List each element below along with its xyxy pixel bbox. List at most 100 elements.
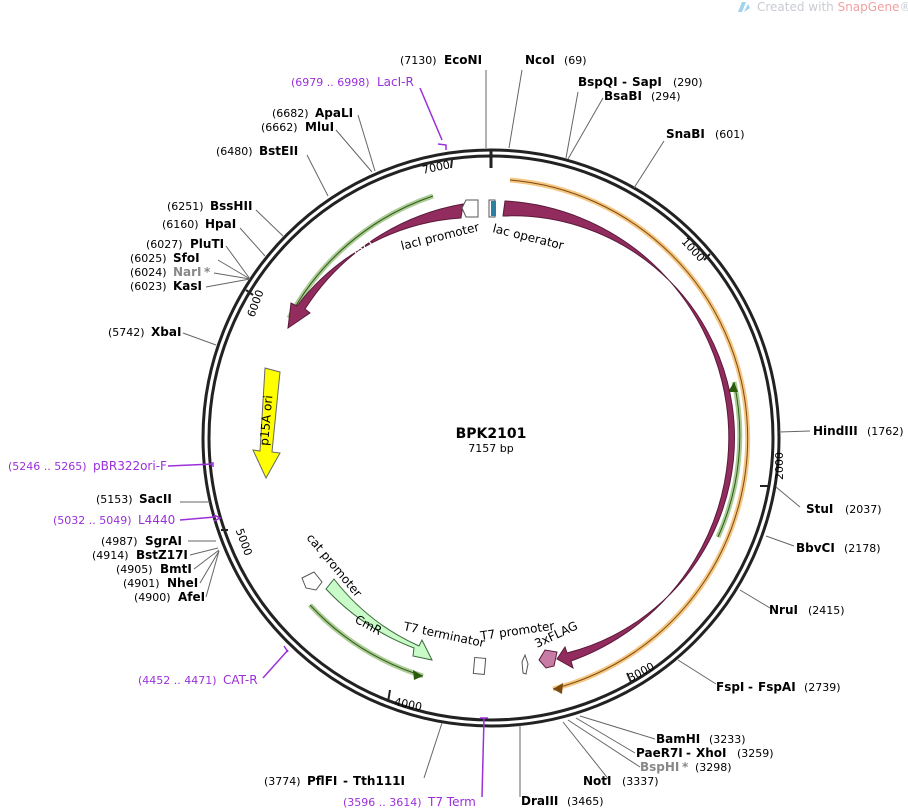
site-leader-lines [180, 69, 811, 797]
svg-text:HindIII: HindIII [813, 424, 858, 438]
svg-text:(3337): (3337) [622, 775, 659, 788]
svg-text:Created with SnapGene®: Created with SnapGene® [757, 0, 908, 14]
site-snabi: SnaBI (601) [666, 127, 745, 141]
site-nhei: (4901) NheI [123, 576, 198, 590]
svg-text:EcoNI: EcoNI [444, 53, 482, 67]
svg-text:(7130): (7130) [400, 54, 437, 67]
svg-text:XbaI: XbaI [151, 325, 181, 339]
svg-text:(2415): (2415) [808, 604, 845, 617]
svg-text:BssHII: BssHII [210, 199, 252, 213]
svg-text:BstZ17I: BstZ17I [136, 548, 188, 562]
svg-text:BsaBI: BsaBI [604, 89, 642, 103]
svg-text:(2739): (2739) [804, 681, 841, 694]
svg-text:*: * [204, 265, 211, 279]
svg-text:BspQI: BspQI [578, 75, 618, 89]
svg-text:pBR322ori-F: pBR322ori-F [93, 459, 167, 473]
svg-text:BamHI: BamHI [656, 732, 700, 746]
svg-text:NruI: NruI [769, 603, 798, 617]
laci-feature-arrow [287, 203, 464, 330]
tick-7000: 7000 [421, 158, 451, 177]
tick-2000: 2000 [773, 452, 786, 480]
site-bspqi-sapi: BspQI - SapI (290) [578, 75, 703, 89]
site-draiii: DraIII (3465) [521, 794, 604, 808]
svg-text:(6025): (6025) [130, 252, 167, 265]
svg-text:(69): (69) [564, 54, 587, 67]
svg-text:(2037): (2037) [845, 503, 882, 516]
brand-registered: ® [899, 0, 908, 14]
site-econi: (7130) EcoNI [400, 53, 482, 67]
svg-text:-: - [622, 75, 627, 89]
t7-terminator-box [472, 656, 487, 675]
svg-text:(4901): (4901) [123, 577, 160, 590]
svg-text:PflFI: PflFI [307, 774, 337, 788]
svg-text:(6027): (6027) [146, 238, 183, 251]
svg-text:(3774): (3774) [264, 775, 301, 788]
site-mlui: (6662) MluI [261, 120, 334, 134]
svg-text:CAT-R: CAT-R [223, 673, 258, 687]
tick-1000: 1000 [679, 235, 708, 264]
svg-text:(3233): (3233) [709, 733, 746, 746]
site-bmti: (4905) BmtI [116, 562, 192, 576]
svg-text:(601): (601) [715, 128, 745, 141]
svg-text:BstEII: BstEII [259, 144, 298, 158]
cat-promoter-arrow [301, 571, 323, 591]
laci-promoter-arrow [461, 199, 479, 218]
tick-3000: 3000 [626, 660, 657, 685]
svg-text:T7 Term: T7 Term [427, 795, 476, 809]
svg-text:*: * [682, 760, 689, 774]
svg-text:MluI: MluI [305, 120, 334, 134]
svg-text:(6023): (6023) [130, 280, 167, 293]
site-hpai: (6160) HpaI [162, 217, 236, 231]
site-pflfi-tth111i: (3774) PflFI - Tth111I [264, 774, 405, 788]
svg-text:BmtI: BmtI [160, 562, 192, 576]
site-fspi-fspai: FspI - FspAI (2739) [716, 680, 841, 694]
cmr-feature-arrow [325, 578, 433, 661]
brand-prefix: Created with [757, 0, 838, 14]
3xflag-feature-arrow [538, 649, 558, 669]
svg-text:PluTI: PluTI [190, 237, 224, 251]
svg-text:SapI: SapI [632, 75, 662, 89]
svg-text:NotI: NotI [583, 774, 612, 788]
site-sfoi: (6025) SfoI [130, 251, 200, 265]
plasmid-size: 7157 bp [468, 442, 513, 455]
site-apali: (6682) ApaLI [272, 106, 353, 120]
svg-text:(2178): (2178) [844, 542, 881, 555]
svg-text:(5246 .. 5265): (5246 .. 5265) [8, 460, 87, 473]
svg-text:SnaBI: SnaBI [666, 127, 705, 141]
svg-text:NheI: NheI [167, 576, 198, 590]
svg-text:L4440: L4440 [138, 513, 175, 527]
p15a-ori-label: p15A ori [257, 395, 275, 447]
snapgene-logo-icon [738, 2, 750, 12]
site-stui: StuI (2037) [806, 502, 882, 516]
svg-text:AfeI: AfeI [178, 590, 205, 604]
lac-operator-label: lac operator [491, 221, 565, 252]
svg-text:(6480): (6480) [216, 145, 253, 158]
svg-text:SgrAI: SgrAI [145, 534, 182, 548]
site-afei: (4900) AfeI [134, 590, 205, 604]
svg-text:DraIII: DraIII [521, 794, 558, 808]
primer-l4440: (5032 .. 5049) L4440 [53, 513, 175, 527]
p15a-ori-arrow [252, 367, 281, 480]
svg-text:(4905): (4905) [116, 563, 153, 576]
svg-text:(6979 .. 6998): (6979 .. 6998) [291, 76, 370, 89]
primer-cat-r: (4452 .. 4471) CAT-R [138, 673, 258, 687]
svg-text:(5742): (5742) [108, 326, 145, 339]
svg-text:-: - [748, 680, 753, 694]
svg-text:BspHI: BspHI [640, 760, 679, 774]
svg-text:(4987): (4987) [101, 535, 138, 548]
svg-text:BbvCI: BbvCI [796, 541, 835, 555]
svg-text:(6024): (6024) [130, 266, 167, 279]
svg-text:FspI: FspI [716, 680, 744, 694]
site-nari: (6024) NarI * [130, 265, 211, 279]
site-bsteii: (6480) BstEII [216, 144, 298, 158]
svg-text:-: - [343, 774, 348, 788]
svg-text:StuI: StuI [806, 502, 833, 516]
site-bsphi: BspHI * (3298) [640, 760, 732, 774]
site-sgrai: (4987) SgrAI [101, 534, 182, 548]
site-nrui: NruI (2415) [769, 603, 845, 617]
sacas9-feature-arrow [502, 200, 735, 670]
svg-text:KasI: KasI [173, 279, 202, 293]
svg-text:(3596 .. 3614): (3596 .. 3614) [343, 796, 422, 809]
site-ncoi: NcoI (69) [525, 53, 587, 67]
svg-text:(6160): (6160) [162, 218, 199, 231]
